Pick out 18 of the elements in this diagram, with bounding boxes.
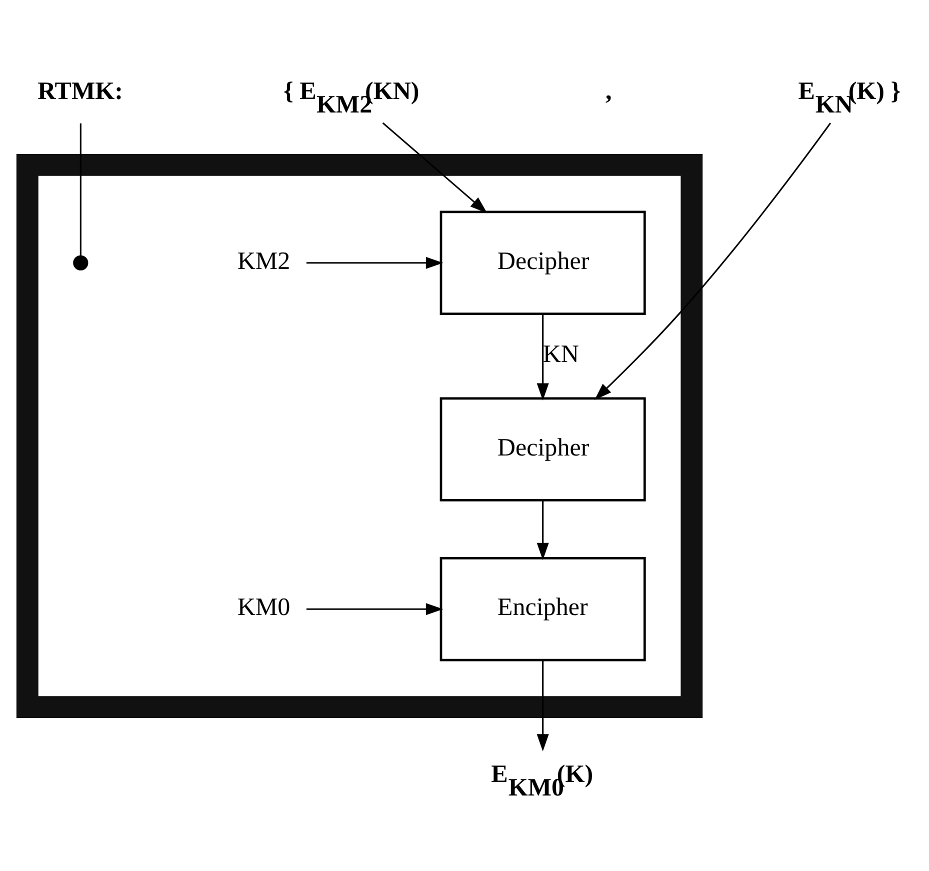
edge-label: KN [542,340,580,368]
node-text: KM2 [237,247,290,274]
arrow [536,500,549,560]
label: , [606,77,612,104]
arrow [536,314,549,400]
node-text: RTMK: [38,77,123,104]
node-box: Decipher [440,210,646,314]
arrow [306,256,444,268]
node-box: Encipher [440,556,646,661]
connector [80,122,82,256]
node-box: Decipher [440,396,646,501]
cluster [16,154,703,718]
node-text: KM0 [237,594,290,621]
arrow [594,122,832,400]
arrow [382,122,488,213]
node-circle [73,254,88,270]
arrow [536,660,549,751]
arrow [306,602,444,615]
